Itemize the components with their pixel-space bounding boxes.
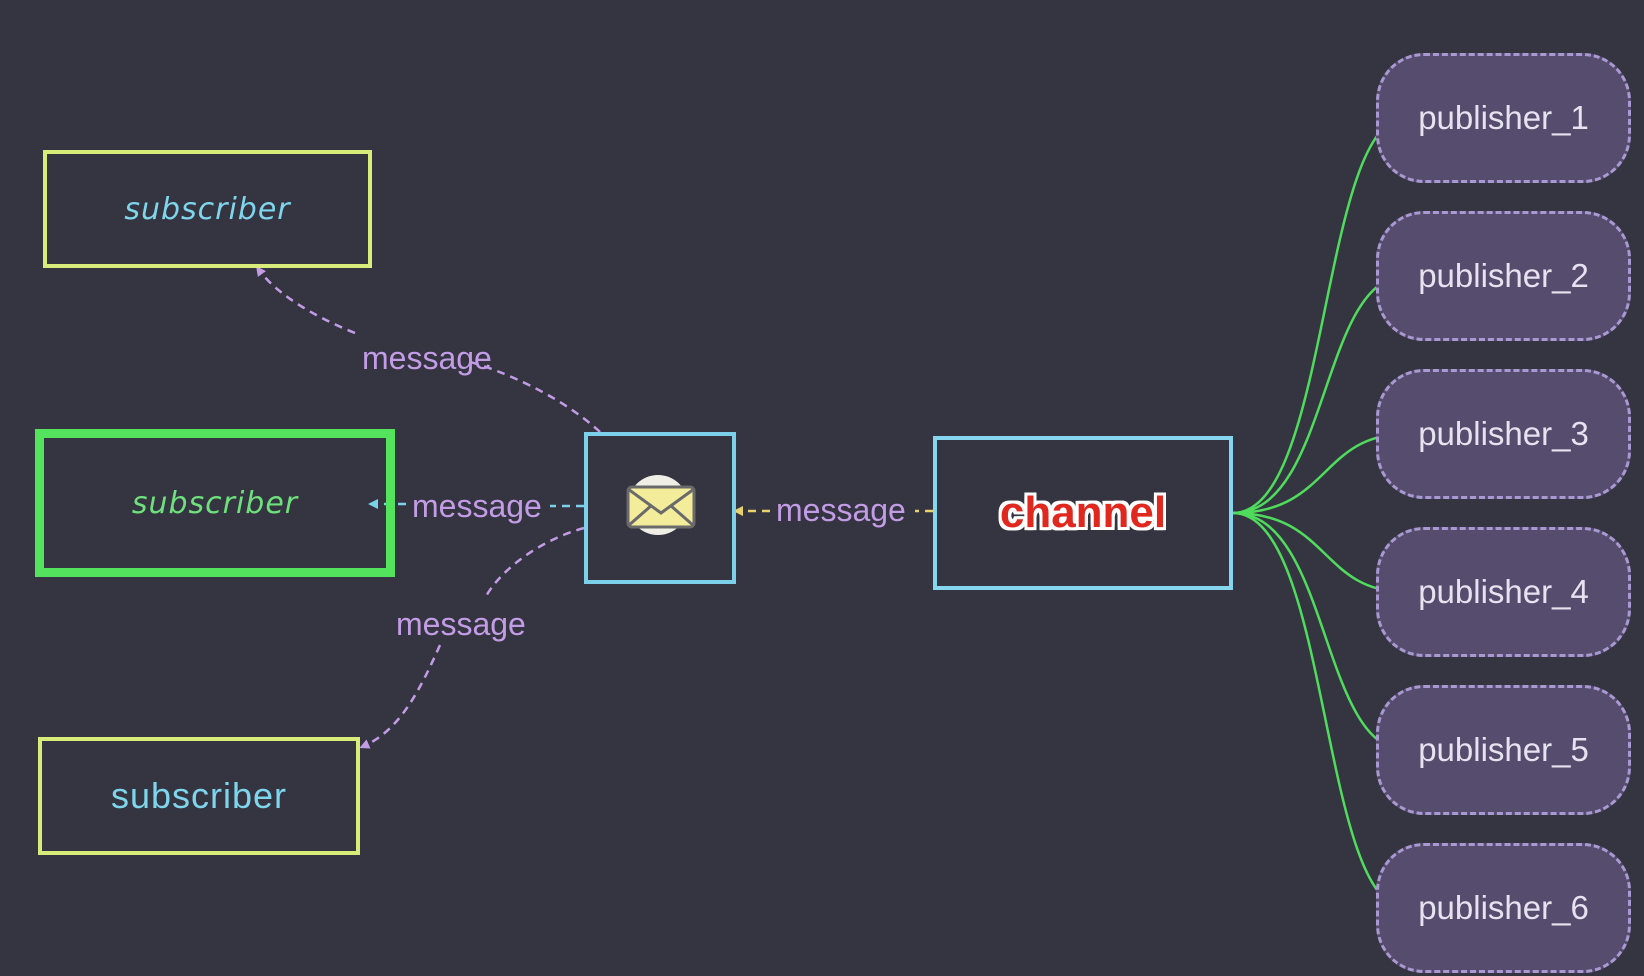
publisher-box-4[interactable]: publisher_4 — [1376, 527, 1631, 657]
publisher-box-5[interactable]: publisher_5 — [1376, 685, 1631, 815]
publisher-label: publisher_1 — [1418, 99, 1589, 136]
subscriber-label: subscriber — [124, 191, 291, 227]
link-publisher-1 — [1232, 116, 1407, 515]
publisher-label: publisher_6 — [1418, 889, 1589, 926]
message-label-3: message — [396, 606, 526, 642]
message-label-2: message — [412, 488, 542, 524]
publisher-box-2[interactable]: publisher_2 — [1376, 211, 1631, 341]
subscriber-label: subscriber — [110, 775, 288, 816]
publisher-box-3[interactable]: publisher_3 — [1376, 369, 1631, 499]
subscriber-box-3[interactable]: subscriber — [38, 737, 360, 855]
publisher-label: publisher_5 — [1418, 731, 1589, 768]
envelope-icon — [620, 471, 700, 546]
publisher-box-1[interactable]: publisher_1 — [1376, 53, 1631, 183]
channel-label: channel — [999, 488, 1167, 537]
message-label-1: message — [362, 340, 492, 376]
channel-box[interactable]: channel — [933, 436, 1233, 590]
message-box[interactable] — [584, 432, 736, 584]
link-envelope-to-subscriber-3 — [364, 526, 585, 746]
subscriber-box-2[interactable]: subscriber — [35, 429, 395, 577]
publisher-links — [1232, 116, 1407, 910]
publisher-label: publisher_4 — [1418, 573, 1589, 610]
publisher-label: publisher_3 — [1418, 415, 1589, 452]
subscriber-box-1[interactable]: subscriber — [43, 150, 372, 268]
message-label-4: message — [776, 492, 906, 528]
publisher-label: publisher_2 — [1418, 257, 1589, 294]
link-envelope-to-subscriber-1 — [259, 270, 601, 433]
subscriber-label: subscriber — [131, 485, 299, 521]
link-publisher-6 — [1232, 511, 1407, 910]
publisher-box-6[interactable]: publisher_6 — [1376, 843, 1631, 973]
